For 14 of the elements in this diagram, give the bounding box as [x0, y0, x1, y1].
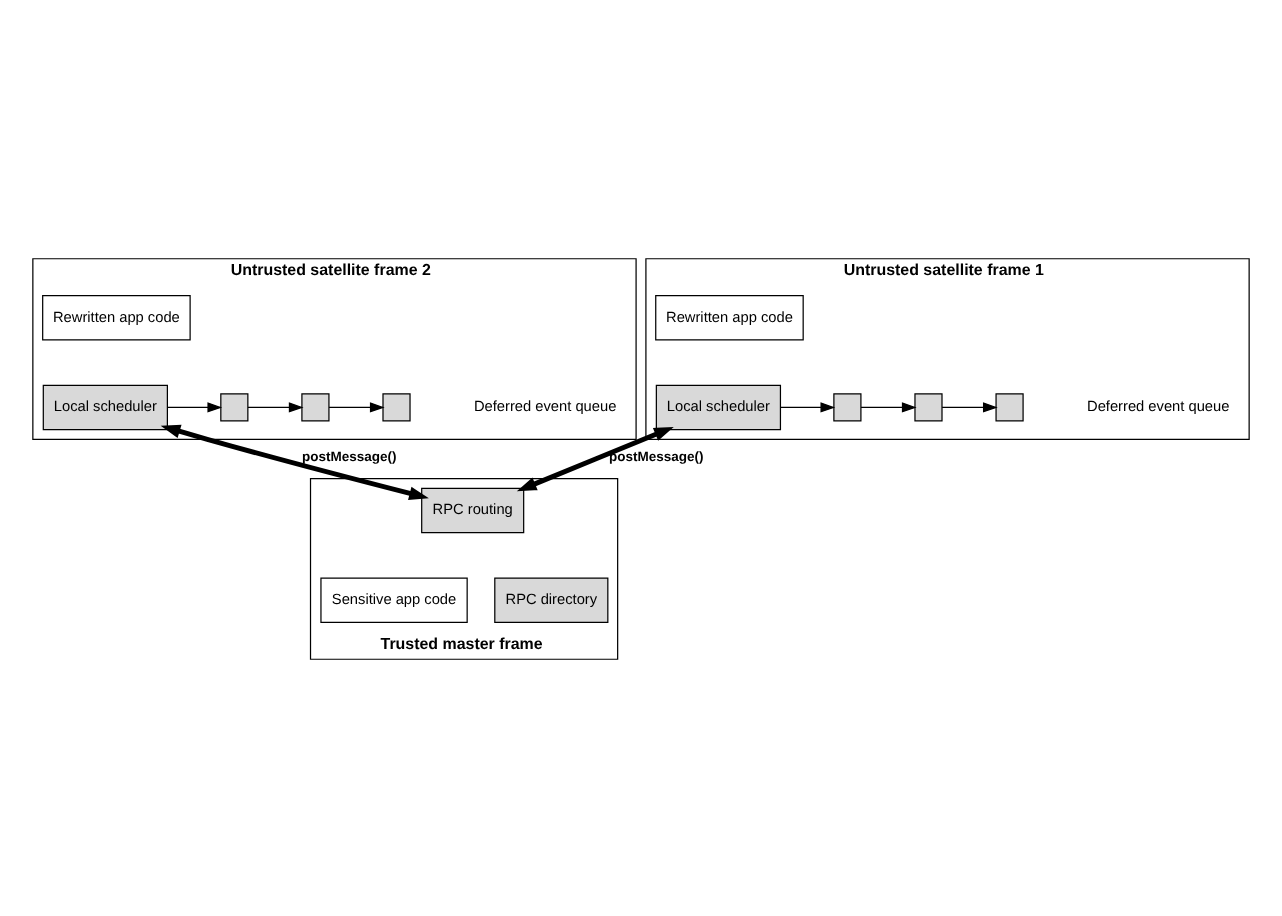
arrow [328, 401, 385, 412]
node-box [301, 392, 330, 421]
arrow [780, 401, 836, 412]
node-box [995, 392, 1024, 421]
node-box [914, 392, 943, 421]
arrow [860, 401, 917, 412]
arrow [516, 425, 674, 491]
node-box [382, 392, 411, 421]
arrow [247, 401, 304, 412]
node-box [833, 392, 862, 421]
node-box [220, 392, 249, 421]
arrow [167, 401, 223, 412]
arrow [160, 423, 429, 500]
arrow [941, 401, 998, 412]
